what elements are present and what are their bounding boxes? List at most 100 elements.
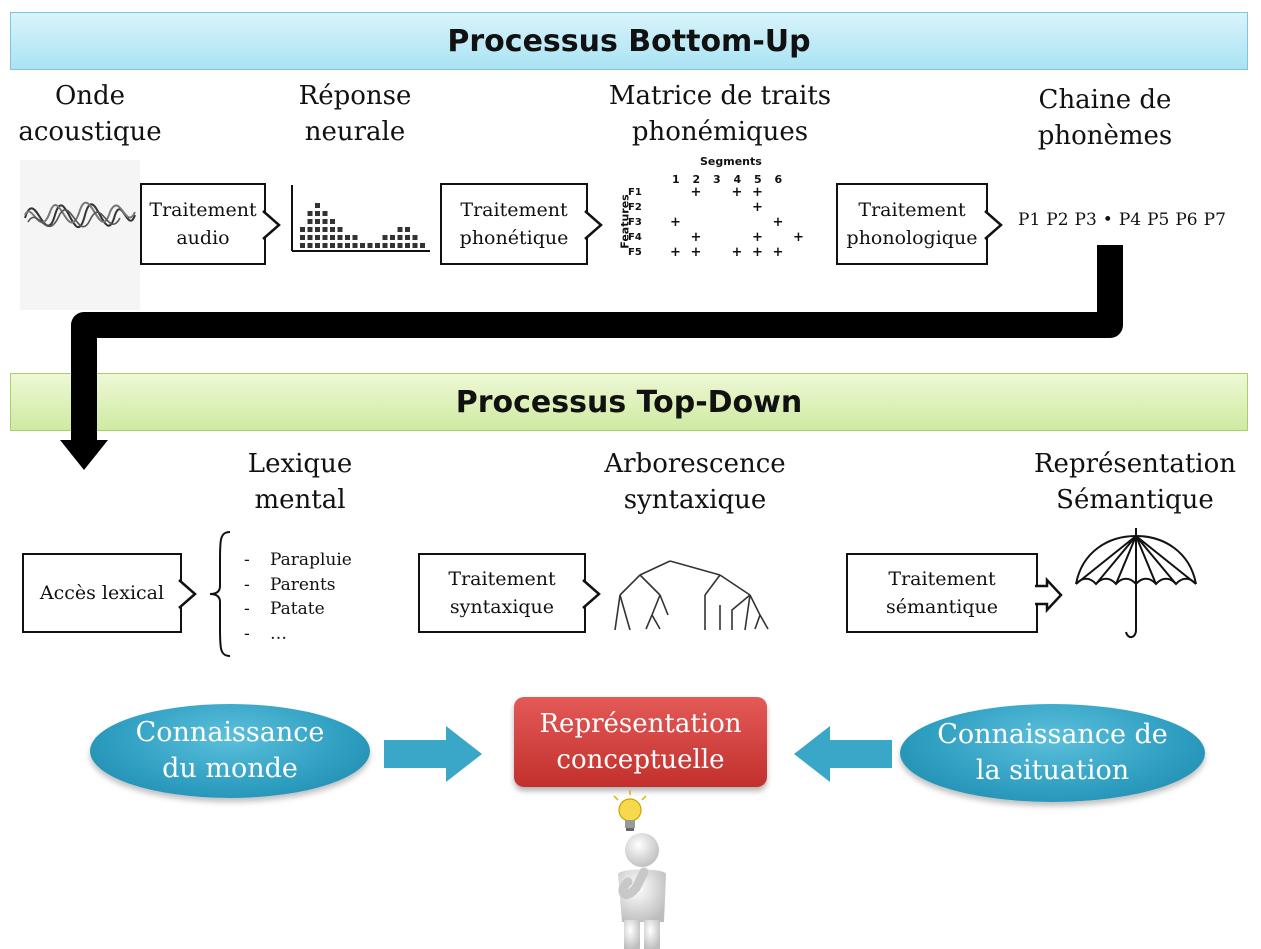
notch-arrow-icon <box>178 579 197 609</box>
matrix-mark: + <box>793 230 804 245</box>
matrix-title: Segments <box>700 155 762 168</box>
top-down-banner: Processus Top-Down <box>10 373 1248 431</box>
neural-dot <box>337 235 343 240</box>
bottom-up-banner: Processus Bottom-Up <box>10 12 1248 70</box>
neural-dot <box>322 227 328 232</box>
neural-dot <box>322 211 328 216</box>
matrix-mark: + <box>772 215 784 230</box>
neural-dot <box>300 235 305 240</box>
phoneme-item: P6 <box>1175 210 1198 230</box>
notch-arrow-icon <box>984 210 1003 240</box>
umbrella-icon <box>1075 528 1197 638</box>
matrix-column-label: 6 <box>774 173 783 186</box>
matrix-mark: + <box>690 230 702 245</box>
phoneme-item: P5 <box>1147 210 1170 230</box>
phoneme-item: P7 <box>1203 210 1226 230</box>
neural-dot <box>405 227 410 232</box>
neural-dot <box>382 235 388 240</box>
matrix-mark: + <box>752 185 763 200</box>
neural-dot <box>367 243 373 248</box>
notch-arrow-icon <box>584 210 603 240</box>
neural-dot <box>390 243 395 248</box>
neural-dot <box>315 211 320 216</box>
process-acces-lexical: Accès lexical <box>22 553 182 633</box>
neural-dot <box>412 243 418 248</box>
matrix-mark: + <box>690 245 702 260</box>
neural-dot <box>390 235 395 240</box>
matrix-column-label: 2 <box>692 173 701 186</box>
phoneme-item: • <box>1102 210 1113 230</box>
lexicon-list: -Parapluie-Parents-Patate-… <box>244 548 352 646</box>
neural-dot <box>300 243 305 248</box>
neural-dot <box>315 243 320 248</box>
neural-dot <box>307 243 313 248</box>
matrix-mark: + <box>752 245 763 260</box>
phoneme-item: P2 <box>1046 210 1069 230</box>
matrix-row-label: F3 <box>628 217 642 228</box>
notch-arrow-icon <box>262 210 281 240</box>
neural-response-icon <box>291 185 430 252</box>
matrix-row-label: F2 <box>628 202 642 213</box>
notch-arrow-icon <box>582 579 601 609</box>
lexicon-item: -Parapluie <box>244 550 352 570</box>
flow-arrow-icon <box>60 245 1123 470</box>
neural-dot <box>345 243 350 248</box>
neural-dot <box>375 243 380 248</box>
neural-dot <box>322 219 328 224</box>
matrix-mark: + <box>731 245 743 260</box>
matrix-row-label: F1 <box>628 187 642 198</box>
notch-arrow-icon <box>1035 576 1063 614</box>
neural-dot <box>337 243 343 248</box>
matrix-mark: + <box>752 200 763 215</box>
light-bulb-icon <box>613 790 647 831</box>
matrix-mark: + <box>772 245 784 260</box>
acoustic-wave-icon <box>20 160 140 310</box>
phoneme-item: P1 <box>1018 210 1041 230</box>
matrix-column-label: 3 <box>713 173 721 186</box>
lexicon-item: -… <box>244 623 287 644</box>
neural-dot <box>405 235 410 240</box>
neural-dot <box>397 243 403 248</box>
matrix-row-label: F4 <box>628 232 642 243</box>
neural-dot <box>412 235 418 240</box>
neural-dot <box>330 227 335 232</box>
brace-icon <box>209 531 231 657</box>
neural-dot <box>382 243 388 248</box>
matrix-mark: + <box>731 185 743 200</box>
neural-dot <box>397 235 403 240</box>
arrow-left-icon <box>794 726 892 782</box>
phoneme-item: P4 <box>1118 210 1142 230</box>
arrow-right-icon <box>384 726 482 782</box>
neural-dot <box>315 235 320 240</box>
neural-dot <box>330 243 335 248</box>
neural-dot <box>420 243 425 248</box>
thinking-person-icon <box>618 833 666 949</box>
neural-dot <box>322 243 328 248</box>
matrix-row-label: F5 <box>628 247 642 258</box>
neural-dot <box>330 219 335 224</box>
neural-dot <box>337 227 343 232</box>
neural-dot <box>322 235 328 240</box>
matrix-mark: + <box>670 215 681 230</box>
neural-dot <box>307 235 313 240</box>
neural-dot <box>330 235 335 240</box>
neural-dot <box>315 203 320 208</box>
lexicon-item: -Parents <box>244 574 336 595</box>
matrix-mark: + <box>752 230 763 245</box>
neural-dot <box>300 227 305 232</box>
matrix-column-label: 1 <box>672 173 680 186</box>
neural-dot <box>352 235 358 240</box>
neural-dot <box>307 211 313 216</box>
neural-dot <box>405 243 410 248</box>
